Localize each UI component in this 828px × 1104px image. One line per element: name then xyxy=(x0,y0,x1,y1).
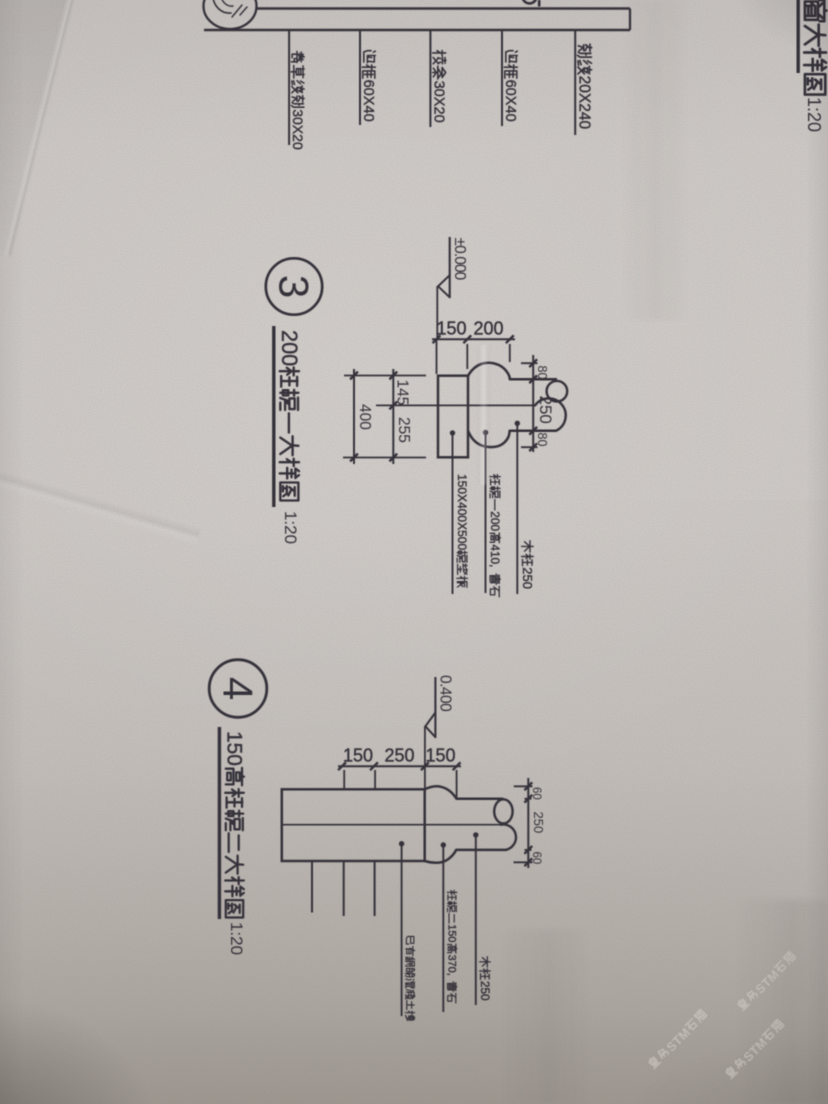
svg-text:255: 255 xyxy=(395,417,412,443)
svg-text:370,: 370, xyxy=(445,955,457,976)
svg-text:250: 250 xyxy=(478,981,492,1001)
svg-text:60: 60 xyxy=(530,852,542,865)
svg-text:150: 150 xyxy=(445,924,457,942)
svg-text:200: 200 xyxy=(488,511,502,531)
svg-text:20X240: 20X240 xyxy=(575,76,592,130)
svg-text:400: 400 xyxy=(356,404,373,430)
svg-text:250: 250 xyxy=(536,396,555,424)
svg-text:1:20: 1:20 xyxy=(804,97,824,132)
svg-text:80: 80 xyxy=(535,433,549,447)
svg-text:60: 60 xyxy=(530,787,542,800)
svg-text:410,: 410, xyxy=(488,544,502,567)
svg-text:4: 4 xyxy=(215,677,262,700)
svg-text:1:20: 1:20 xyxy=(227,922,246,955)
svg-text:200: 200 xyxy=(473,319,503,339)
svg-text:150: 150 xyxy=(343,746,373,766)
svg-text:200: 200 xyxy=(277,330,302,366)
svg-text:1:20: 1:20 xyxy=(281,511,300,544)
svg-text:250: 250 xyxy=(520,567,535,589)
svg-text:150: 150 xyxy=(425,746,455,766)
svg-text:±0.000: ±0.000 xyxy=(451,238,468,281)
svg-text:150: 150 xyxy=(223,731,246,766)
svg-text:250: 250 xyxy=(384,746,414,766)
svg-text:0.400: 0.400 xyxy=(437,675,454,712)
svg-text:80: 80 xyxy=(535,366,549,380)
svg-text:30X20: 30X20 xyxy=(430,81,446,123)
svg-text:60X40: 60X40 xyxy=(502,80,518,122)
svg-text:150: 150 xyxy=(436,319,466,339)
svg-text:3: 3 xyxy=(271,275,318,298)
svg-text:150X400X500: 150X400X500 xyxy=(455,474,469,550)
svg-text:250: 250 xyxy=(531,812,546,834)
svg-text:30X20: 30X20 xyxy=(290,109,306,150)
svg-text:145: 145 xyxy=(394,380,411,406)
svg-text:60X40: 60X40 xyxy=(360,80,376,122)
